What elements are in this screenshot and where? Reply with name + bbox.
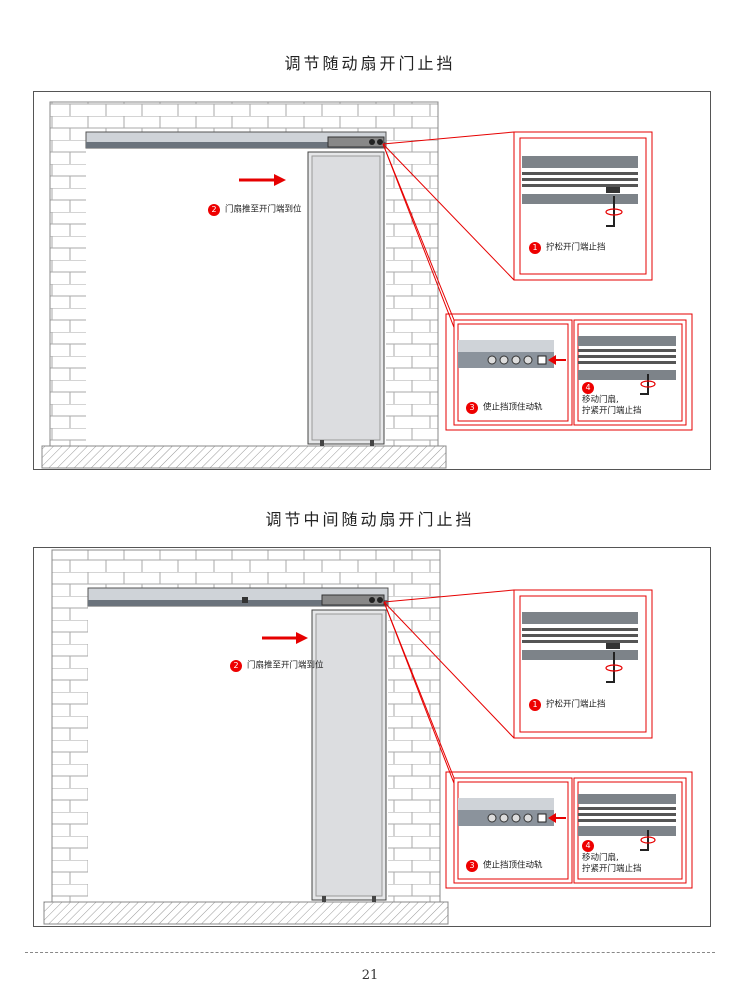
step4-text-line2: 拧紧开门端止挡 [582,405,642,416]
step2-label-2: 2 门扇推至开门端到位 [230,660,324,673]
step-badge-4: 4 [582,840,594,852]
step-badge-4: 4 [582,382,594,394]
page-number: 21 [361,968,379,983]
step1-text: 拧松开门端止挡 [546,699,606,710]
step2-text: 门扇推至开门端到位 [247,660,324,671]
step-badge-3: 3 [466,402,478,414]
step3-label-1: 3 使止挡顶住动轨 [466,402,543,415]
step2-label-1: 2 门扇推至开门端到位 [208,204,302,217]
installation-diagram-1 [41,101,693,469]
section-title-1: 调节随动扇开门止挡 [284,54,456,73]
step-badge-1: 1 [529,242,541,254]
step-badge-2: 2 [208,204,220,216]
step2-text: 门扇推至开门端到位 [225,204,302,215]
step1-label-2: 1 拧松开门端止挡 [529,699,606,712]
step-badge-3: 3 [466,860,478,872]
step-badge-1: 1 [529,699,541,711]
step1-text: 拧松开门端止挡 [546,242,606,253]
installation-diagram-2 [43,549,693,925]
step3-text: 使止挡顶住动轨 [483,860,543,871]
footer-divider [25,952,715,953]
step4-text-line1: 移动门扇, [582,394,619,405]
step3-text: 使止挡顶住动轨 [483,402,543,413]
step3-label-2: 3 使止挡顶住动轨 [466,860,543,873]
step4-label-1: 4 移动门扇, 拧紧开门端止挡 [582,382,642,417]
diagram-panel-1: 2 门扇推至开门端到位 1 拧松开门端止挡 3 使止挡顶住动轨 4 移动门扇, 拧紧开… [33,91,711,470]
section-title-2: 调节中间随动扇开门止挡 [265,510,475,529]
step4-label-2: 4 移动门扇, 拧紧开门端止挡 [582,840,642,875]
diagram-panel-2: 2 门扇推至开门端到位 1 拧松开门端止挡 3 使止挡顶住动轨 4 移动门扇, 拧紧开… [33,547,711,927]
step4-text-line1: 移动门扇, [582,852,619,863]
step-badge-2: 2 [230,660,242,672]
step1-label-1: 1 拧松开门端止挡 [529,242,606,255]
step4-text-line2: 拧紧开门端止挡 [582,863,642,874]
